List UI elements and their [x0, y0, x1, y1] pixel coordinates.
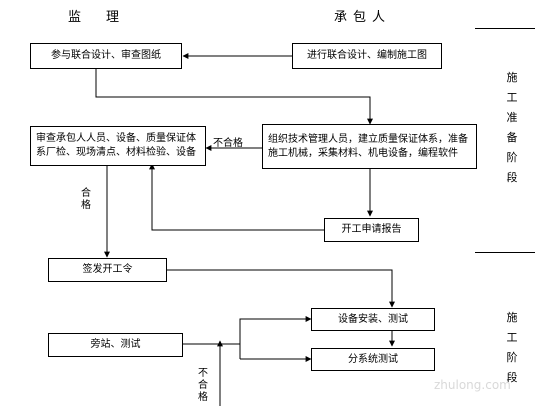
- node-start-report: 开工申请报告: [324, 218, 419, 242]
- edge-review-to-organize: [95, 69, 373, 125]
- edge-label-fail-top: 不合格: [213, 138, 243, 149]
- node-subsystem-test: 分系统测试: [311, 348, 435, 371]
- node-joint-design-review: 参与联合设计、审查图纸: [30, 43, 182, 69]
- phase-divider-top: [475, 28, 535, 29]
- node-organize-staff: 组织技术管理人员，建立质量保证体系，准备施工机械，采集材料、机电设备，编程软件: [262, 124, 477, 169]
- node-issue-start-order: 签发开工令: [48, 258, 167, 282]
- edge-order-to-install: [167, 269, 395, 308]
- edge-station-to-install: [183, 316, 312, 345]
- edge-label-fail-bottom: 不合格: [198, 368, 208, 403]
- edge-label-pass: 合格: [81, 188, 91, 211]
- phase-divider-middle: [475, 252, 535, 253]
- node-review-contractor: 审查承包人人员、设备、质量保证体系厂检、现场清点、材料检验、设备: [30, 126, 206, 166]
- node-equipment-install-test: 设备安装、测试: [311, 308, 435, 331]
- header-contractor: 承包人: [334, 10, 392, 25]
- edge-report-to-review: [149, 163, 324, 231]
- header-supervisor: 监 理: [68, 10, 126, 25]
- phase-label-construction: 施工阶段: [506, 311, 518, 384]
- phase-label-preparation: 施工准备阶段: [506, 71, 518, 184]
- node-side-station-test: 旁站、测试: [48, 333, 183, 357]
- watermark-text: zhulong.com: [434, 378, 511, 392]
- node-joint-design-drawing: 进行联合设计、编制施工图: [292, 43, 442, 69]
